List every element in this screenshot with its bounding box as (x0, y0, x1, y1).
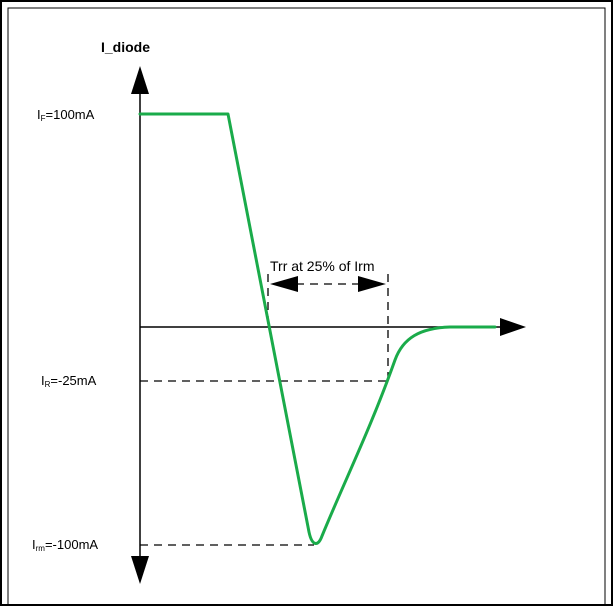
time-axis-arrow (500, 318, 526, 336)
forward-current-value: =100mA (45, 107, 95, 122)
current-axis-arrow-up (131, 66, 149, 94)
reverse-current-prefix: I (41, 373, 45, 388)
reverse-current-value: =-25mA (50, 373, 97, 388)
trr-arrow-left (270, 276, 298, 292)
trr-annotation-label: Trr at 25% of Irm (270, 258, 375, 274)
forward-current-label: IF=100mA (37, 107, 95, 123)
current-axis-title: I_diode (101, 39, 151, 55)
peak-reverse-current-value: =-100mA (44, 537, 99, 552)
reverse-current-label: IR=-25mA (41, 373, 97, 389)
peak-reverse-current-prefix: I (32, 537, 36, 552)
forward-current-subscript: F (40, 114, 46, 123)
peak-reverse-current-subscript: rm (35, 544, 45, 553)
current-axis-arrow-down (131, 556, 149, 584)
trr-arrow-right (358, 276, 386, 292)
reverse-current-subscript: R (44, 380, 51, 389)
peak-reverse-current-label: Irm=-100mA (32, 537, 99, 553)
diagram-inner-border (7, 7, 606, 606)
forward-current-prefix: I (37, 107, 41, 122)
diode-current-waveform (138, 112, 497, 545)
